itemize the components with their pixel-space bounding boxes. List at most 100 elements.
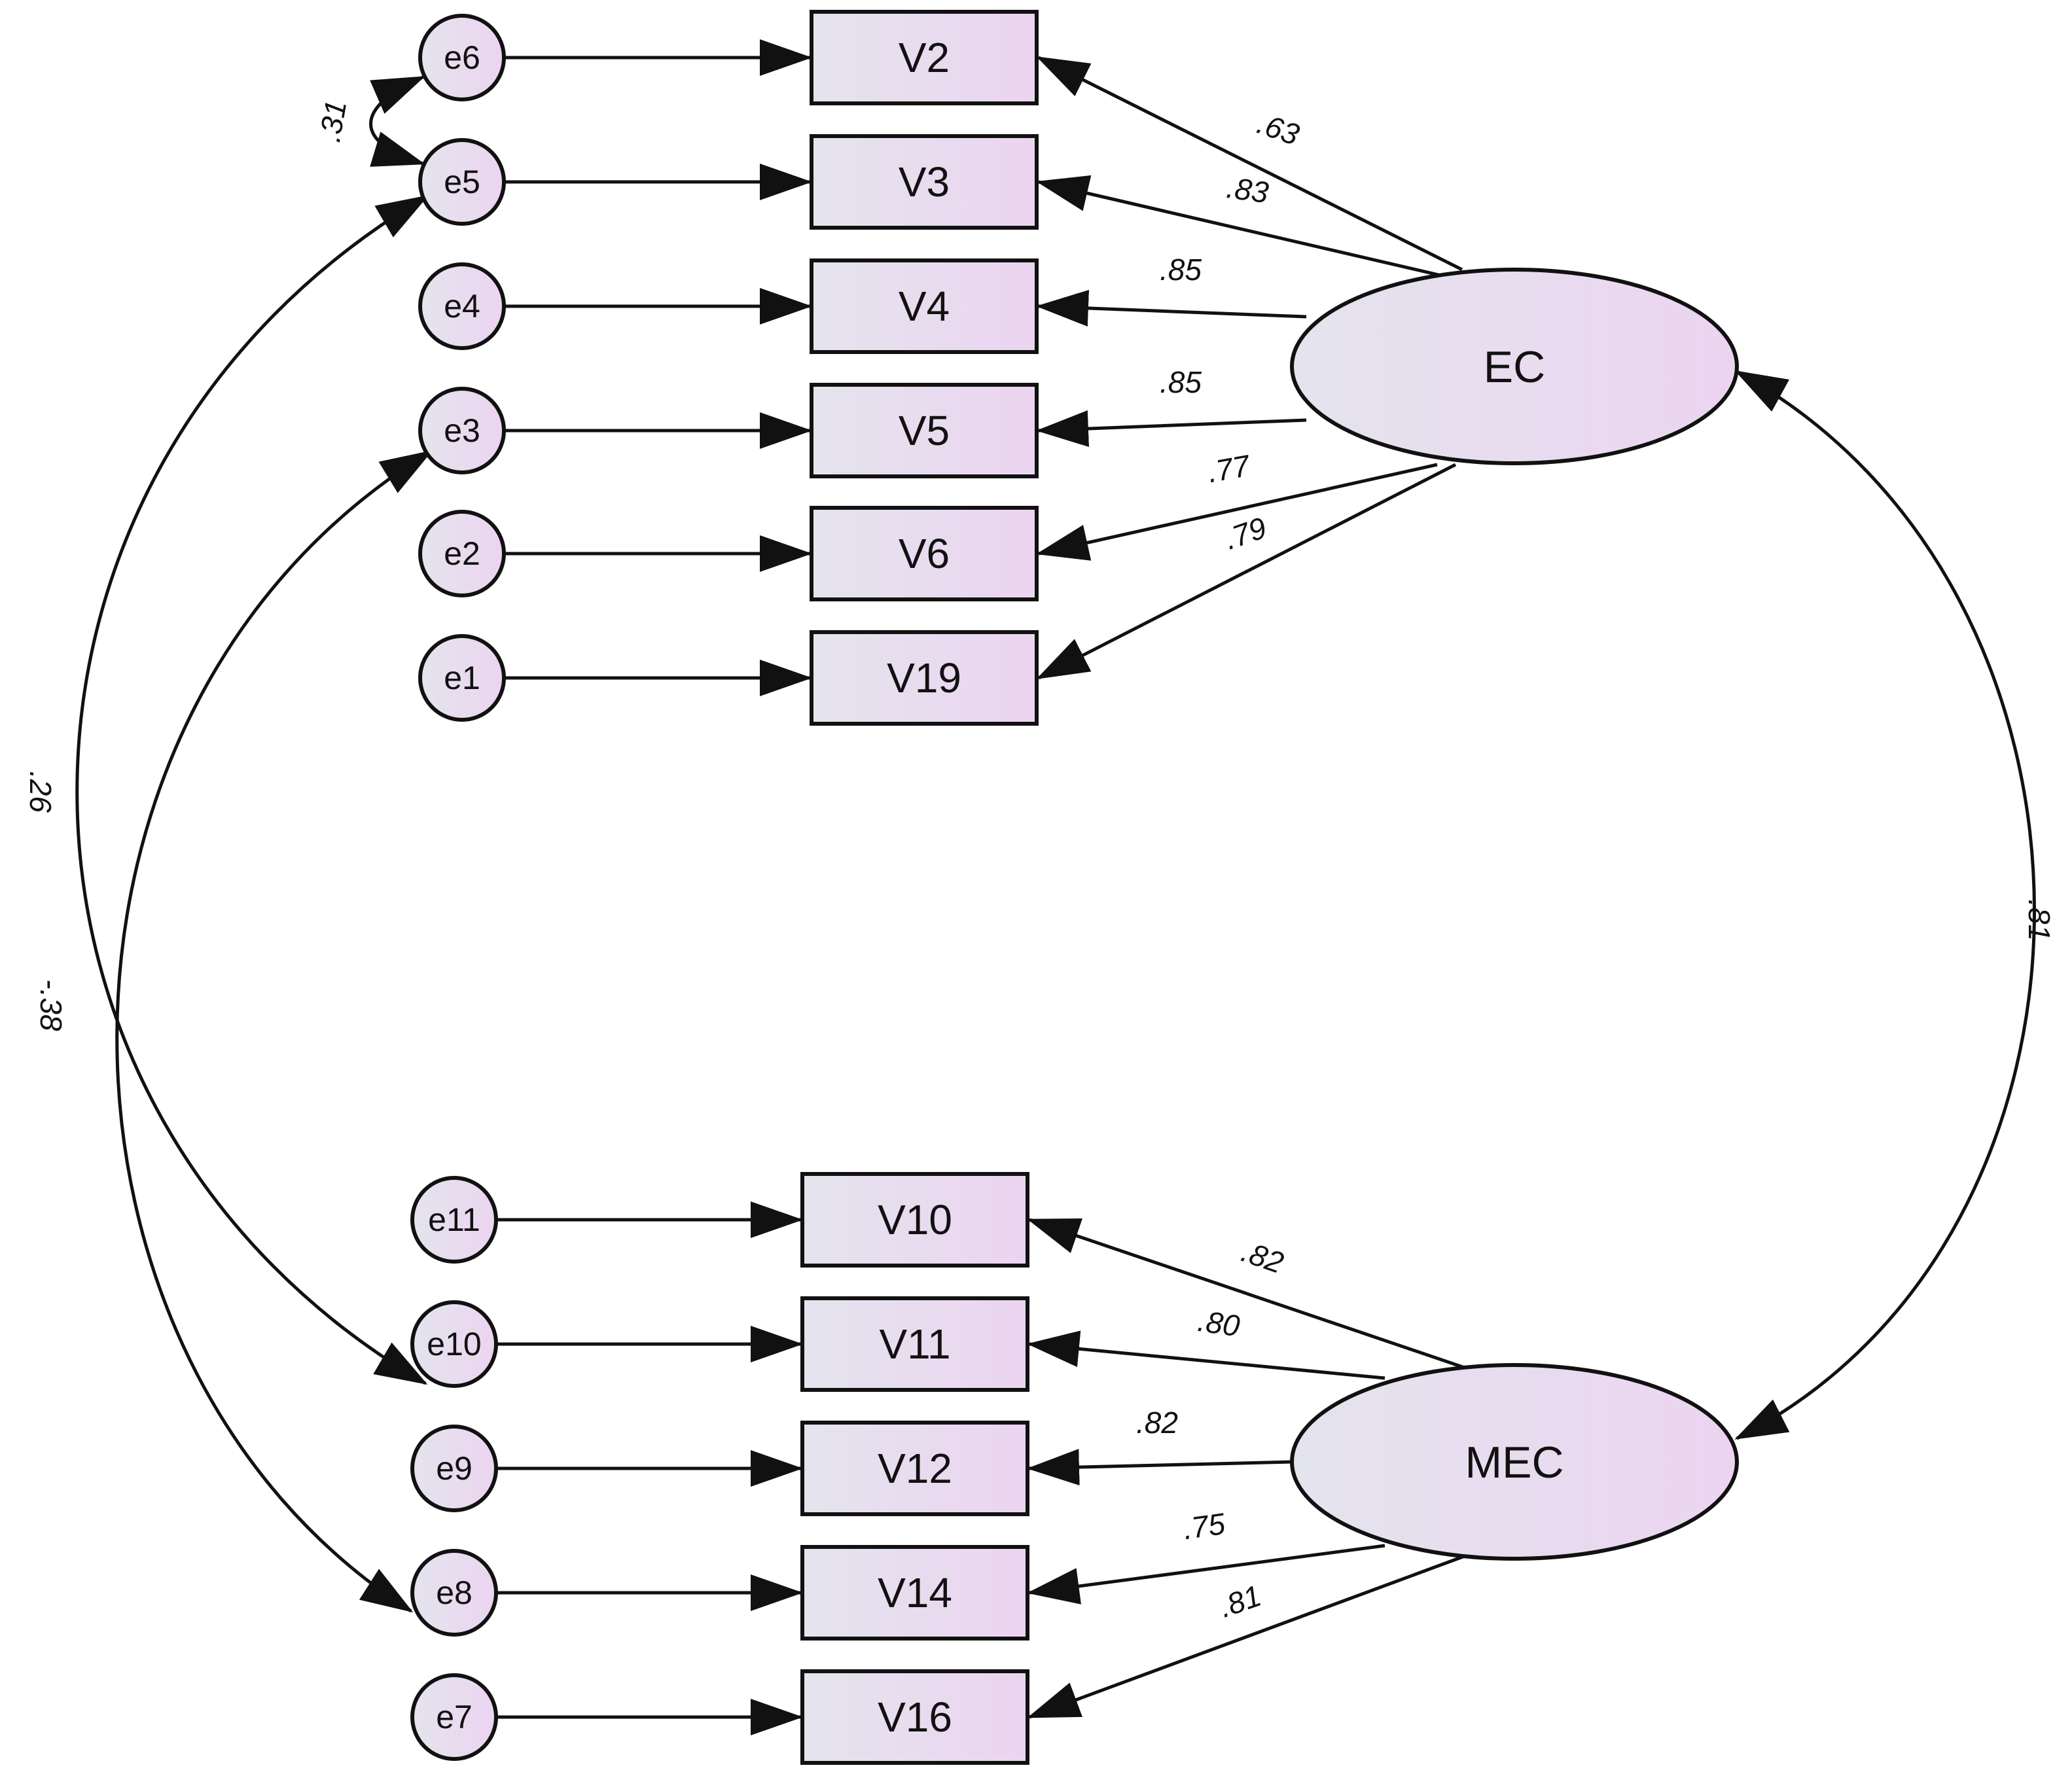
- loading-label-v3: .83: [1224, 170, 1271, 209]
- loading-label-v12: .82: [1136, 1406, 1178, 1440]
- error-circle: [410, 1176, 498, 1264]
- indicator-label: V14: [878, 1569, 952, 1616]
- indicator-v2: V2: [810, 10, 1039, 105]
- error-e4: e4: [418, 262, 506, 350]
- indicator-v5: V5: [810, 383, 1039, 478]
- error-e7: e7: [410, 1673, 498, 1761]
- latent-label: MEC: [1465, 1438, 1563, 1487]
- loading-label-v6: .77: [1205, 448, 1253, 489]
- error-label: e9: [436, 1450, 473, 1487]
- error-label: e1: [444, 660, 480, 696]
- covariance-label-e3-e8: -.38: [34, 979, 68, 1031]
- loading-label-v14: .75: [1181, 1506, 1227, 1546]
- loading-label-v16: .81: [1215, 1578, 1265, 1624]
- indicator-box: [810, 10, 1039, 105]
- error-e1: e1: [418, 634, 506, 722]
- loading-path-v14: [1027, 1544, 1385, 1605]
- indicator-box: [800, 1296, 1029, 1392]
- error-label: e10: [427, 1326, 481, 1362]
- loading-label-v5: .85: [1160, 365, 1202, 399]
- error-circle: [418, 510, 506, 597]
- indicator-box: [810, 134, 1039, 230]
- indicator-v6: V6: [810, 506, 1039, 601]
- indicator-box: [810, 258, 1039, 354]
- loading-path-v16: [1027, 1554, 1465, 1719]
- latent-ellipse: [1290, 268, 1739, 465]
- indicator-box: [800, 1545, 1029, 1641]
- indicator-label: V3: [899, 158, 950, 205]
- error-circle: [410, 1425, 498, 1512]
- covariance-label-e6-e5: .31: [312, 98, 353, 145]
- error-label: e5: [444, 164, 480, 200]
- loading-label-v11: .80: [1196, 1304, 1242, 1343]
- error-e10: e10: [410, 1300, 498, 1388]
- indicator-label: V4: [899, 283, 950, 330]
- error-label: e11: [428, 1201, 480, 1238]
- indicator-v16: V16: [800, 1669, 1029, 1765]
- loading-path-v3: [1036, 175, 1439, 277]
- loading-path-v10: [1027, 1218, 1465, 1370]
- error-circle: [418, 262, 506, 350]
- covariance-path-e3-e8: [115, 450, 433, 1613]
- indicator-v12: V12: [800, 1421, 1029, 1516]
- latent-ec: EC: [1290, 268, 1739, 465]
- error-e3: e3: [418, 387, 506, 474]
- indicator-label: V16: [878, 1694, 952, 1741]
- error-e9: e9: [410, 1425, 498, 1512]
- error-circle: [410, 1300, 498, 1388]
- loading-path-v11: [1027, 1330, 1385, 1380]
- error-label: e8: [436, 1574, 473, 1611]
- covariance-label-e5-e10: .26: [24, 771, 58, 813]
- loading-label-v19: .79: [1220, 510, 1270, 556]
- indicator-box: [810, 506, 1039, 601]
- indicator-v19: V19: [810, 630, 1039, 726]
- indicator-box: [810, 383, 1039, 478]
- indicator-v14: V14: [800, 1545, 1029, 1641]
- loading-path-v2: [1036, 56, 1463, 272]
- indicator-box: [800, 1669, 1029, 1765]
- covariance-path-e6-e5: [369, 75, 425, 167]
- error-label: e4: [444, 288, 480, 325]
- loading-path-v4: [1036, 289, 1307, 327]
- error-label: e6: [444, 39, 480, 76]
- error-label: e7: [436, 1699, 473, 1735]
- indicator-v4: V4: [810, 258, 1039, 354]
- error-circle: [418, 634, 506, 722]
- error-e11: e11: [410, 1176, 498, 1264]
- indicator-box: [800, 1172, 1029, 1268]
- loading-path-v12: [1027, 1449, 1293, 1486]
- indicator-label: V12: [878, 1445, 952, 1492]
- indicator-label: V19: [887, 654, 961, 701]
- error-circle: [410, 1673, 498, 1761]
- indicator-v3: V3: [810, 134, 1039, 230]
- error-e8: e8: [410, 1549, 498, 1637]
- error-label: e2: [444, 535, 480, 572]
- error-label: e3: [444, 412, 480, 449]
- error-circle: [418, 14, 506, 101]
- error-e2: e2: [418, 510, 506, 597]
- covariance-label-ec-mec: .81: [2022, 899, 2056, 941]
- error-circle: [418, 387, 506, 474]
- loading-label-v4: .85: [1160, 253, 1202, 287]
- indicator-label: V10: [878, 1196, 952, 1243]
- latent-mec: MEC: [1290, 1363, 1739, 1561]
- error-e6: e6: [418, 14, 506, 101]
- error-circle: [418, 138, 506, 226]
- latent-label: EC: [1484, 342, 1545, 392]
- covariance-path-ec-mec: [1734, 370, 2036, 1440]
- indicator-label: V11: [879, 1321, 950, 1368]
- indicator-label: V2: [899, 34, 950, 81]
- indicator-label: V5: [899, 407, 950, 454]
- latent-ellipse: [1290, 1363, 1739, 1561]
- loading-label-v2: .63: [1253, 106, 1304, 152]
- loading-path-v6: [1036, 463, 1438, 561]
- indicator-v10: V10: [800, 1172, 1029, 1268]
- indicator-v11: V11: [800, 1296, 1029, 1392]
- error-circle: [410, 1549, 498, 1637]
- loading-label-v10: .82: [1238, 1234, 1288, 1280]
- indicator-box: [810, 630, 1039, 726]
- indicator-label: V6: [899, 530, 950, 577]
- covariance-path-e5-e10: [75, 194, 429, 1385]
- loading-path-v19: [1036, 463, 1457, 680]
